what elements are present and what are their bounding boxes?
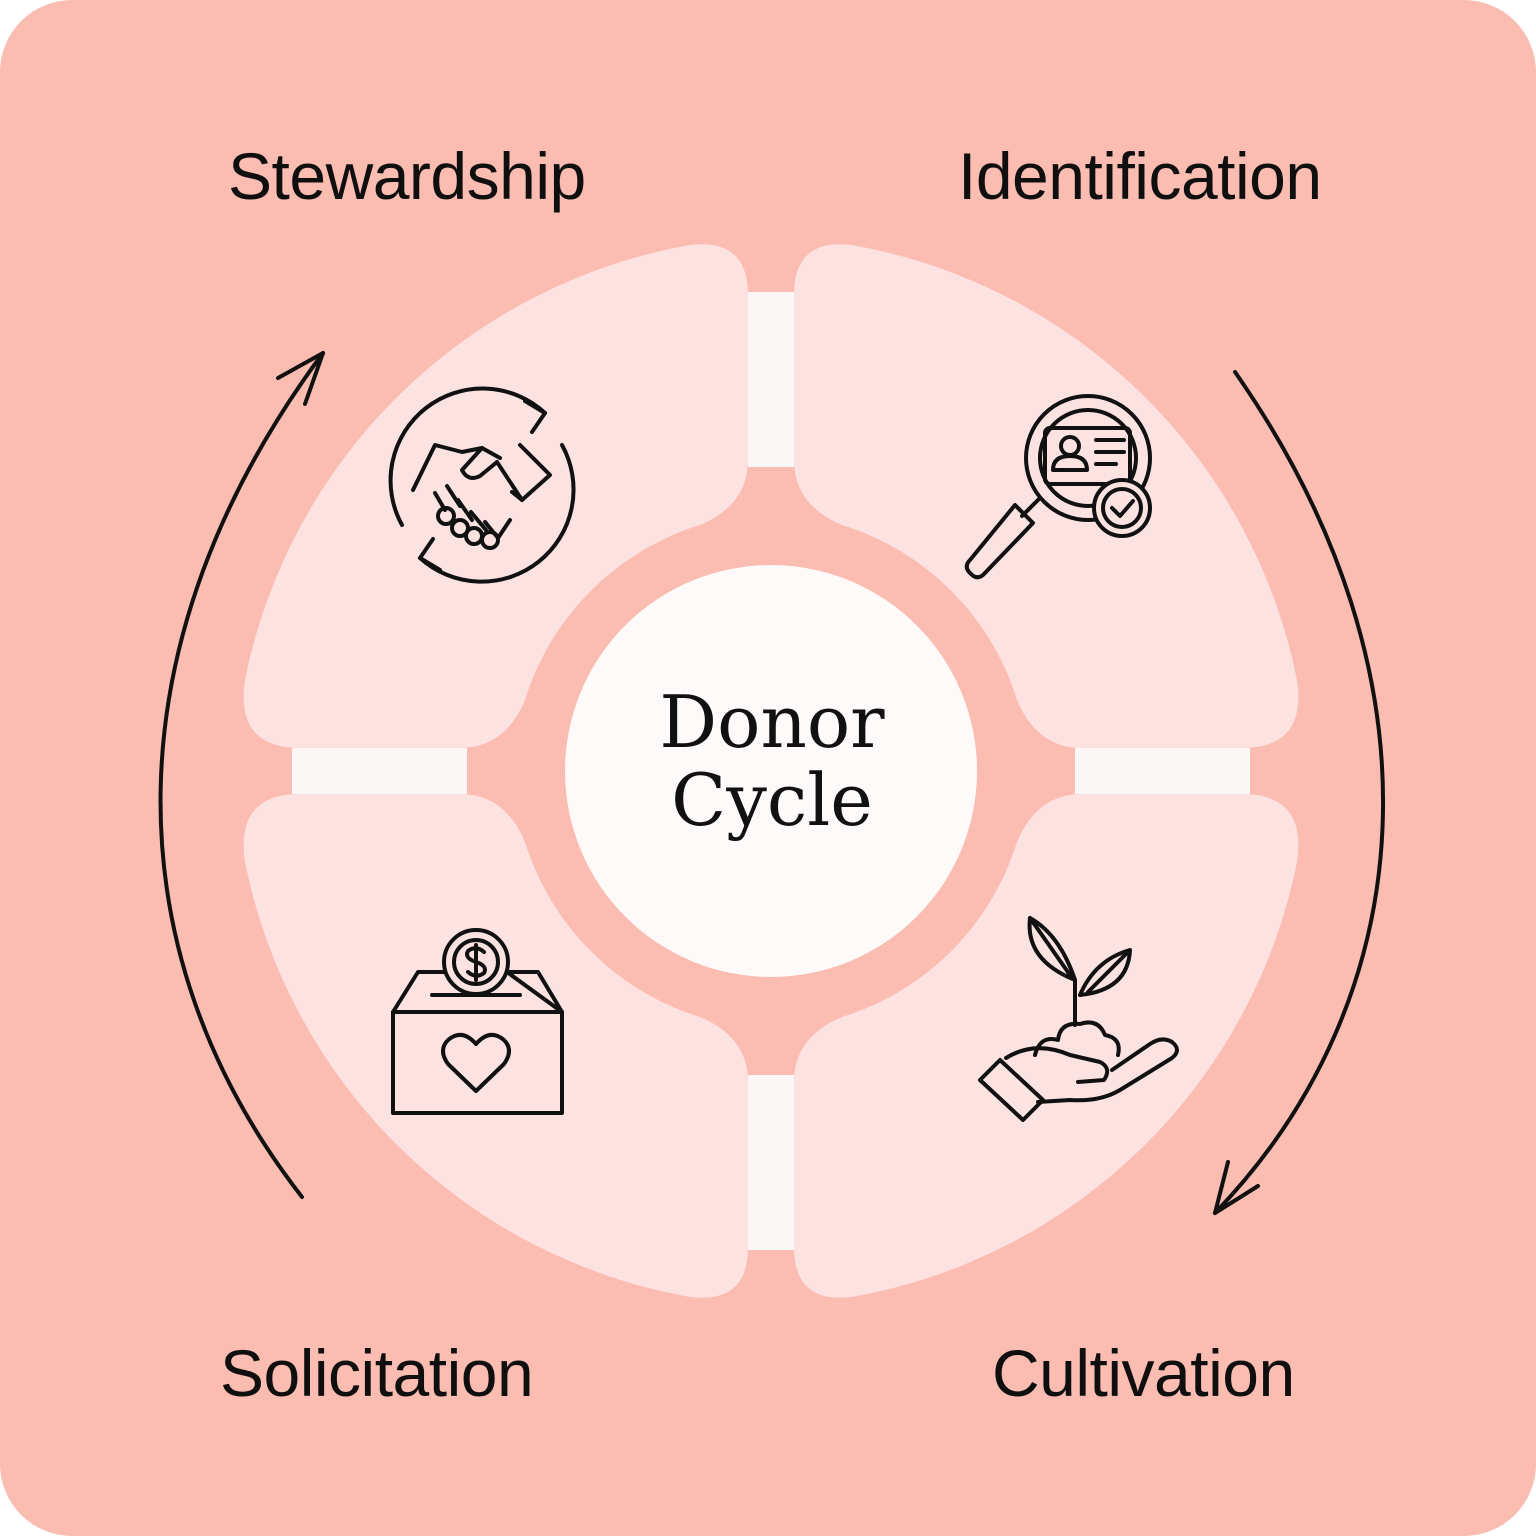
label-solicitation: Solicitation [220, 1336, 534, 1410]
segment-stewardship [243, 244, 748, 748]
diagram-title: Donor Cycle [566, 683, 978, 839]
donation-box-heart-icon [391, 928, 564, 1115]
segment-identification [794, 244, 1299, 748]
hand-holding-sprout-icon [978, 916, 1179, 1122]
title-line-2: Cycle [671, 758, 873, 842]
ring-segments [243, 244, 1299, 1298]
clockwise-arrow-right [1213, 370, 1386, 1215]
segment-solicitation [243, 794, 748, 1298]
segment-gaps [292, 292, 1250, 1250]
handshake-cycle-icon [388, 386, 576, 584]
center-circle [565, 565, 977, 977]
label-cultivation: Cultivation [992, 1336, 1295, 1410]
clockwise-arrow-left [158, 351, 325, 1199]
segment-cultivation [794, 794, 1299, 1298]
title-line-1: Donor [659, 680, 885, 764]
label-stewardship: Stewardship [228, 139, 586, 213]
label-identification: Identification [958, 139, 1322, 213]
magnifier-profile-check-icon [964, 394, 1152, 580]
